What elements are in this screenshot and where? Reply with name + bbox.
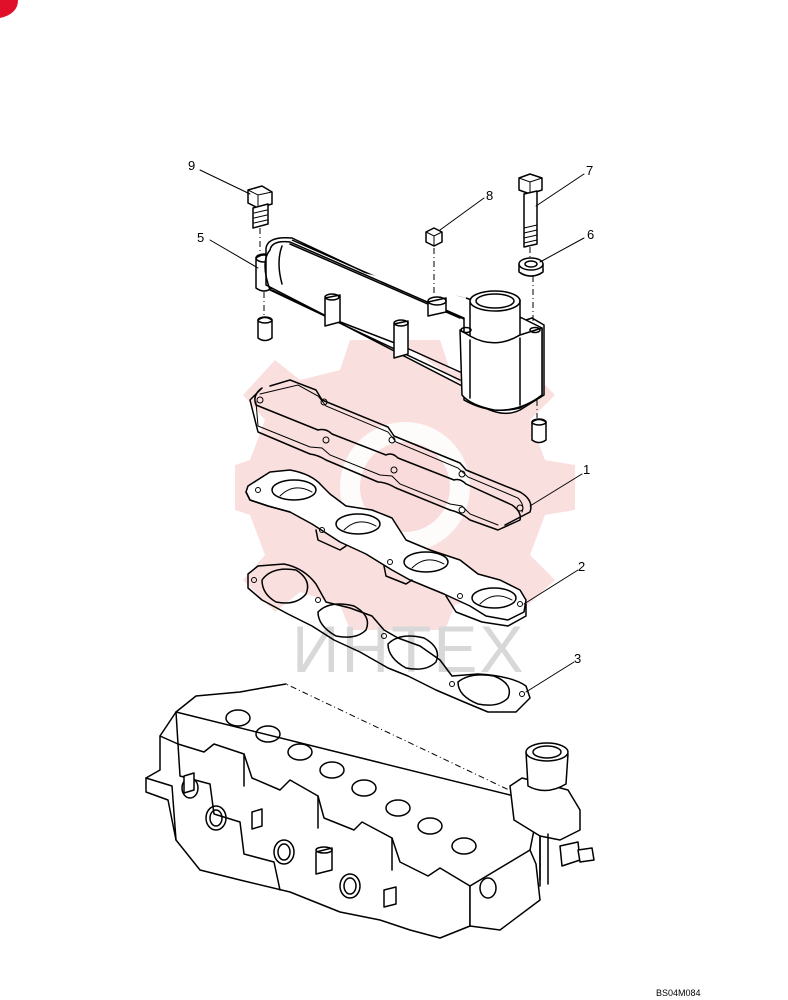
callout-8: 9 xyxy=(188,158,195,173)
watermark-text: ИНТЕХ xyxy=(292,612,525,686)
callout-1: 1 xyxy=(583,462,590,477)
part-1-gasket xyxy=(249,379,532,531)
part-3-gasket xyxy=(247,563,531,713)
corner-mark xyxy=(0,0,18,18)
callout-3: 3 xyxy=(574,651,581,666)
part-2-spacer-plate xyxy=(245,469,527,627)
callout-6: 6 xyxy=(587,227,594,242)
callout-5: 5 xyxy=(197,230,204,245)
cylinder-head xyxy=(145,683,595,939)
leader-lines xyxy=(199,169,585,693)
part-9-nut xyxy=(425,227,443,247)
dowel-pin-right xyxy=(531,418,547,444)
part-6-washer xyxy=(518,257,544,277)
callout-9: 8 xyxy=(486,188,493,203)
part-5-pin-lower xyxy=(257,316,273,342)
callout-7: 7 xyxy=(586,163,593,178)
water-manifold xyxy=(264,236,545,415)
part-7-long-bolt xyxy=(518,173,543,248)
callout-2: 2 xyxy=(578,559,585,574)
part-8-bolt xyxy=(247,185,273,229)
drawing-code: BS04M084 xyxy=(656,988,701,998)
